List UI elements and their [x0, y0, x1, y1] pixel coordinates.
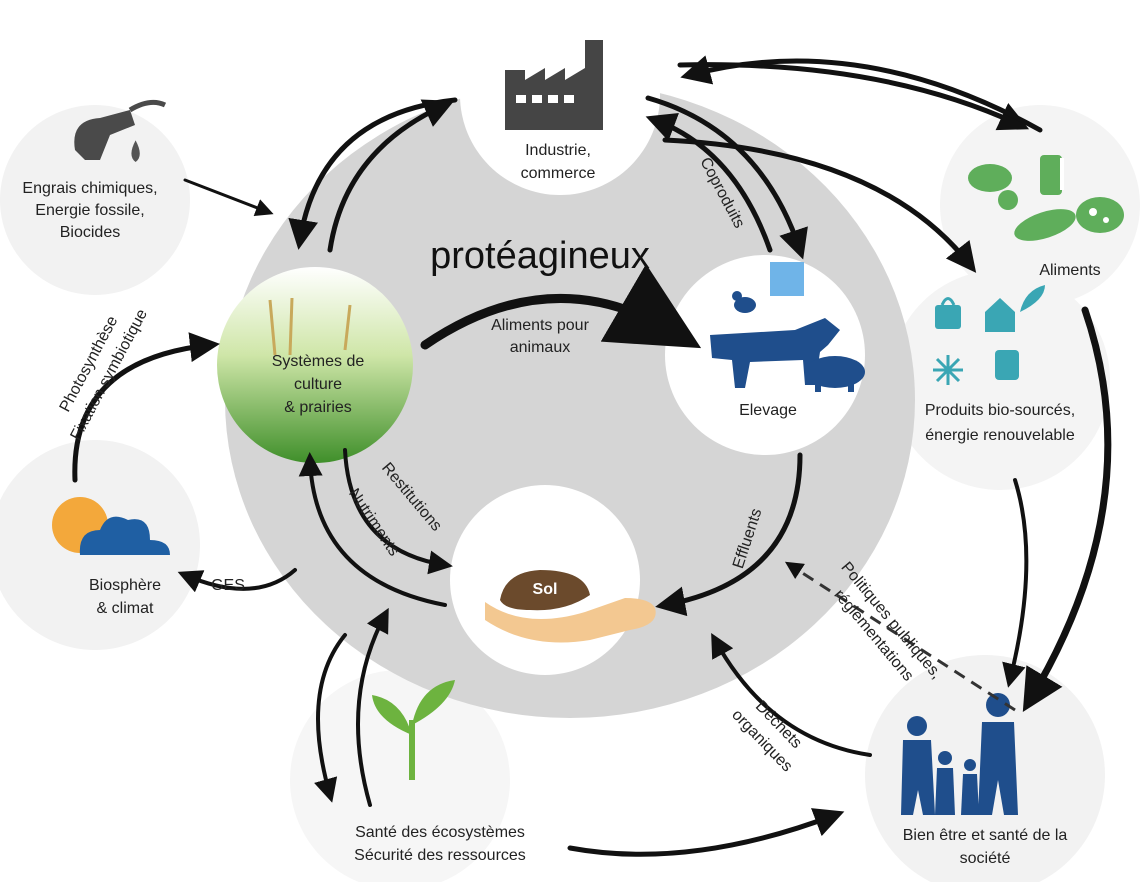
- factory-icon: [505, 40, 603, 130]
- label-bien-etre: Bien être et santé de la société: [903, 827, 1068, 867]
- arrow-nutriments: [298, 452, 447, 607]
- halo-aliments: [940, 105, 1140, 305]
- arrow-aliments-animaux: [420, 263, 702, 350]
- svg-text:Santé des écosystèmes: Santé des écosystèmes: [355, 824, 525, 841]
- svg-text:& climat: & climat: [97, 600, 154, 617]
- arrow-sante-hub: [356, 607, 389, 807]
- label-aliments-animaux: Aliments pour animaux: [491, 317, 589, 356]
- arrow-restitutions: [343, 448, 453, 575]
- arrow-photosynthese: [72, 332, 220, 483]
- arrow-hub-sante: [314, 633, 347, 803]
- svg-text:société: société: [960, 850, 1011, 867]
- arrow-industrie-produits: [662, 137, 977, 273]
- svg-text:Systèmes de: Systèmes de: [272, 353, 365, 370]
- label-produits: Produits bio-sourcés, énergie renouvelab…: [925, 402, 1075, 444]
- plant-icon: [372, 680, 455, 780]
- label-ges: GES: [211, 577, 245, 594]
- leaf-icon: [1020, 285, 1045, 312]
- label-photosynthese: Photosynthèse Fixation symbiotique: [57, 306, 151, 443]
- bread-icon: [1014, 209, 1076, 241]
- arrow-politiques-dashed: [784, 561, 1016, 712]
- svg-text:Aliments pour: Aliments pour: [491, 317, 589, 334]
- arrow-aliments-societe: [1022, 306, 1112, 713]
- svg-text:Biosphère: Biosphère: [89, 577, 161, 594]
- svg-text:Biocides: Biocides: [60, 224, 120, 241]
- diagram-title: protéagineux: [430, 235, 650, 277]
- hand-icon: [485, 598, 656, 643]
- wheat-icon: [268, 297, 352, 356]
- svg-text:Industrie,: Industrie,: [525, 142, 591, 159]
- arrows: [72, 55, 1112, 857]
- label-engrais: Engrais chimiques, Energie fossile, Bioc…: [22, 180, 157, 241]
- cloud-icon: [79, 516, 170, 555]
- chicken-icon: [732, 291, 756, 313]
- arrow-sante-societe: [567, 808, 845, 857]
- bag-handle: [940, 297, 956, 306]
- label-industrie: Industrie, commerce: [521, 142, 596, 182]
- label-systemes: Systèmes de culture & prairies: [272, 353, 365, 416]
- arrow-elevage-industrie: [645, 112, 773, 253]
- arrow-dechets: [711, 632, 872, 757]
- label-sol: Sol: [533, 581, 558, 598]
- svg-text:Sécurité des ressources: Sécurité des ressources: [354, 847, 526, 864]
- arrow-effluents: [655, 452, 803, 617]
- node-circle-systemes: [217, 267, 413, 463]
- svg-text:Bien être et santé de la: Bien être et santé de la: [903, 827, 1068, 844]
- halo-sante: [290, 670, 510, 882]
- svg-text:animaux: animaux: [510, 339, 570, 356]
- bag-icon: [935, 305, 961, 329]
- svg-text:Energie fossile,: Energie fossile,: [35, 202, 144, 219]
- svg-text:Engrais chimiques,: Engrais chimiques,: [22, 180, 157, 197]
- svg-text:& prairies: & prairies: [284, 399, 352, 416]
- molecule-icon: [933, 355, 963, 385]
- pig-icon: [805, 356, 865, 392]
- svg-text:commerce: commerce: [521, 165, 596, 182]
- halo-engrais: [0, 105, 190, 295]
- bottle-icon: [1040, 155, 1062, 195]
- arrow-aliments-industrie: [680, 55, 1043, 133]
- arrow-produits-societe: [1002, 478, 1029, 688]
- drop-icon: [131, 140, 140, 162]
- central-hub: [225, 82, 915, 718]
- house-icon: [985, 298, 1015, 332]
- family-icon: [901, 693, 1018, 815]
- bottle-stripe: [1060, 158, 1064, 190]
- soil-icon: [500, 570, 590, 611]
- arrow-industrie-elevage: [645, 95, 808, 260]
- fish-icon: [770, 262, 804, 296]
- vegetables-icon: [968, 164, 1018, 210]
- arrow-systemes-industrie: [327, 99, 455, 253]
- label-biosphere: Biosphère & climat: [89, 577, 161, 617]
- label-sante: Santé des écosystèmes Sécurité des resso…: [354, 824, 526, 864]
- label-aliments: Aliments: [1039, 262, 1100, 279]
- fuel-nozzle-icon: [74, 99, 167, 160]
- svg-text:énergie renouvelable: énergie renouvelable: [925, 427, 1075, 444]
- svg-text:culture: culture: [294, 376, 342, 393]
- sausage-icon: [1076, 197, 1124, 233]
- arrow-engrais-hub: [183, 178, 274, 217]
- svg-text:Produits bio-sourcés,: Produits bio-sourcés,: [925, 402, 1075, 419]
- arrow-ges: [177, 568, 297, 593]
- fuel-can-icon: [995, 350, 1019, 380]
- label-elevage: Elevage: [739, 402, 797, 419]
